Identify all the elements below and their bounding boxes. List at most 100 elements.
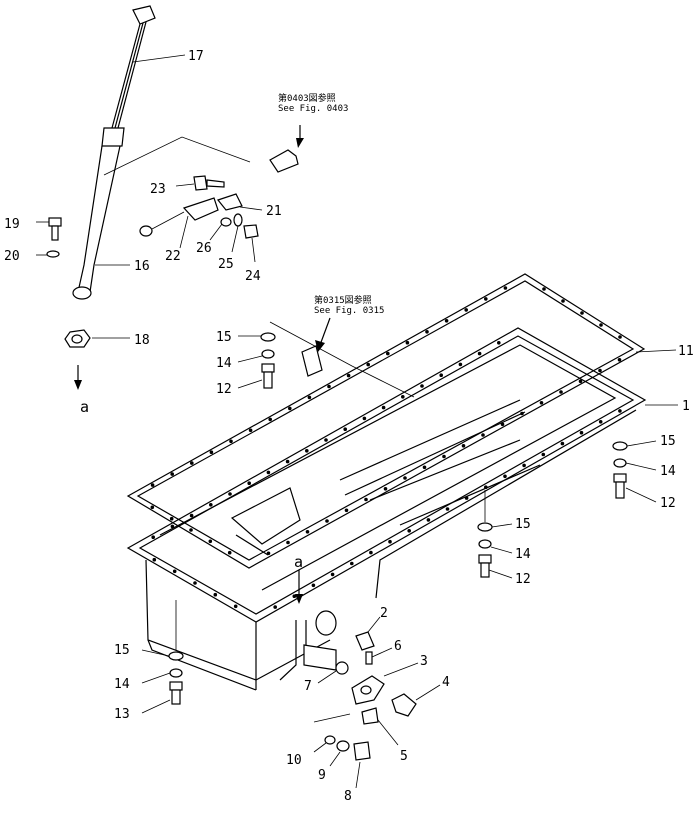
label-20: 20 (4, 249, 20, 264)
label-4: 4 (442, 675, 450, 690)
drain-parts (313, 631, 417, 761)
gasket-bolt-hole (539, 401, 544, 405)
label-13: 13 (114, 707, 130, 722)
gasket-bolt-hole (503, 286, 508, 290)
label-26: 26 (196, 241, 212, 256)
label-3: 3 (420, 654, 428, 669)
pan-flange-bolt-hole (266, 470, 271, 475)
gasket-bolt-hole (542, 287, 546, 291)
pan-flange-bolt-hole (193, 581, 197, 585)
part-20-washer (46, 250, 60, 258)
pan-flange-bolt-hole (285, 459, 290, 464)
gasket-bolt-hole (169, 516, 174, 521)
gasket-bolt-hole (286, 540, 290, 545)
gasket-bolt-hole (208, 539, 213, 544)
part-18-nut (64, 329, 91, 348)
gasket-bolt-hole (248, 428, 253, 433)
gasket-bolt-hole (305, 530, 310, 534)
fastener-set-top-left (260, 332, 276, 389)
label-12-top: 12 (216, 382, 232, 397)
gasket-bolt-hole (327, 384, 331, 389)
label-2: 2 (380, 606, 388, 621)
label-8: 8 (344, 789, 352, 804)
gasket-bolt-hole (386, 351, 390, 356)
pan-flange-bolt-hole (420, 384, 424, 388)
label-17: 17 (188, 49, 204, 64)
pan-flange-bolt-hole (458, 362, 463, 367)
gasket-bolt-hole (288, 406, 292, 411)
label-19: 19 (4, 217, 20, 232)
gasket-bolt-hole (229, 439, 233, 444)
pan-flange-bolt-hole (381, 405, 386, 410)
label-15-center: 15 (515, 517, 531, 532)
gasket-bolt-hole (325, 519, 329, 523)
dipstick-assembly (72, 5, 156, 300)
gasket-bolt-hole (599, 323, 603, 327)
label-7: 7 (304, 679, 312, 694)
pan-flange-bolt-hole (305, 449, 309, 453)
gasket-bolt-hole (461, 444, 466, 448)
pan-flange-bolt-hole (170, 524, 175, 529)
gasket-bolt-hole (268, 417, 273, 422)
gasket-bolt-hole (598, 368, 602, 373)
pan-flange-bolt-hole (579, 430, 584, 435)
gasket-bolt-hole (405, 340, 410, 345)
label-14-top: 14 (216, 356, 232, 371)
gasket-bolt-hole (561, 299, 565, 303)
label-14-center: 14 (515, 547, 531, 562)
label-24: 24 (245, 269, 261, 284)
pan-flange-bolt-hole (151, 535, 155, 539)
gasket-bolt-hole (383, 487, 388, 491)
pan-flange-bolt-hole (292, 594, 297, 598)
ref-0403-en: See Fig. 0403 (278, 104, 348, 114)
pan-flange-bolt-hole (362, 416, 367, 421)
pan-flange-bolt-hole (172, 569, 177, 574)
gasket-bolt-hole (559, 390, 563, 394)
gasket-bolt-hole (150, 483, 155, 487)
fastener-set-right (612, 441, 628, 499)
pan-flange-bolt-hole (541, 452, 546, 457)
label-10: 10 (286, 753, 302, 768)
gasket-bolt-hole (442, 454, 446, 459)
pan-flange-bolt-hole (618, 409, 622, 413)
pan-flange-bolt-hole (273, 605, 278, 609)
gasket-bolt-hole (190, 461, 194, 465)
gasket-bolt-hole (618, 335, 622, 339)
gasket-bolt-hole (484, 297, 488, 301)
part-11-gasket (126, 273, 646, 569)
label-22: 22 (165, 249, 181, 264)
label-5: 5 (400, 749, 408, 764)
fitting-ref-0315 (301, 345, 323, 377)
pan-flange-bolt-hole (484, 485, 488, 490)
pan-flange-bolt-hole (426, 518, 431, 522)
pan-flange-bolt-hole (369, 550, 373, 555)
pan-flange-bolt-hole (522, 463, 526, 468)
label-23: 23 (150, 182, 166, 197)
gasket-bolt-hole (481, 433, 485, 437)
pan-flange-bolt-hole (598, 420, 603, 424)
ref-0315-en: See Fig. 0315 (314, 306, 384, 316)
pan-flange-bolt-hole (343, 427, 348, 432)
pan-flange-bolt-hole (477, 351, 482, 356)
gasket-bolt-hole (227, 550, 232, 555)
label-11: 11 (678, 344, 694, 359)
label-15-top: 15 (216, 330, 232, 345)
label-1: 1 (682, 399, 690, 414)
pan-flange-bolt-hole (497, 341, 501, 345)
gasket-bolt-hole (150, 505, 155, 510)
label-15-right: 15 (660, 434, 676, 449)
gasket-bolt-hole (364, 497, 368, 502)
part-1-oil-pan (126, 327, 647, 691)
gasket-bolt-hole (464, 308, 469, 312)
fastener-set-bottom-left (168, 651, 184, 705)
reference-line (103, 136, 251, 176)
fastener-set-center (477, 522, 493, 578)
gasket-bolt-hole (422, 465, 427, 470)
pan-flange-bolt-hole (407, 529, 412, 533)
ref-0403-jp: 第0403図参照 (278, 92, 336, 104)
part-19-bolt (48, 217, 62, 241)
pan-flange-bolt-hole (228, 492, 232, 496)
label-15-bottom: 15 (114, 643, 130, 658)
gasket-bolt-hole (617, 358, 622, 362)
